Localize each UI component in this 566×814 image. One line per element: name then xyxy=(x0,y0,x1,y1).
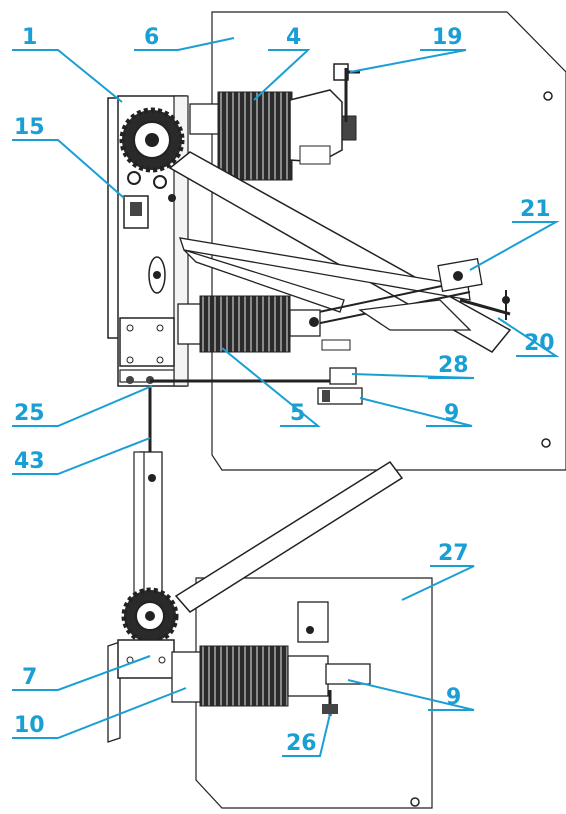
callout-28: 28 xyxy=(438,353,469,378)
top-contact-bracket xyxy=(333,63,360,122)
callout-43: 43 xyxy=(14,449,45,474)
callout-6: 6 xyxy=(144,25,159,50)
callout-7: 7 xyxy=(22,665,37,690)
callout-19: 19 xyxy=(432,25,463,50)
plate-hole xyxy=(410,797,420,807)
callout-10: 10 xyxy=(14,713,45,738)
callout-1: 1 xyxy=(22,25,37,50)
lower-gear xyxy=(121,587,179,645)
lower-switch-blade xyxy=(174,460,404,613)
lower-drive-frame xyxy=(107,639,203,743)
vertical-drive-rod xyxy=(133,386,163,603)
plate-hole xyxy=(543,91,553,101)
callout-5: 5 xyxy=(290,401,305,426)
callout-leaders xyxy=(12,37,560,757)
middle-insulator xyxy=(177,295,321,353)
upper-lower-contact xyxy=(317,339,363,405)
callout-26: 26 xyxy=(286,731,317,756)
plate-hole xyxy=(541,438,551,448)
lower-insulator xyxy=(199,601,371,716)
callout-4: 4 xyxy=(286,25,301,50)
linkage-rods xyxy=(179,237,471,327)
callout-21: 21 xyxy=(520,197,551,222)
right-contact-arm xyxy=(358,257,511,331)
callout-15: 15 xyxy=(14,115,45,140)
callout-25: 25 xyxy=(14,401,45,426)
upper-insulator xyxy=(189,89,357,181)
upper-mounting-plate xyxy=(211,11,566,471)
upper-gear xyxy=(119,107,185,173)
callout-20: 20 xyxy=(524,331,555,356)
callout-9-upper: 9 xyxy=(444,401,459,426)
callout-labels: 1 6 4 19 15 21 20 28 25 5 9 43 27 7 9 10… xyxy=(14,25,555,756)
callout-27: 27 xyxy=(438,541,469,566)
callout-9-lower: 9 xyxy=(446,685,461,710)
